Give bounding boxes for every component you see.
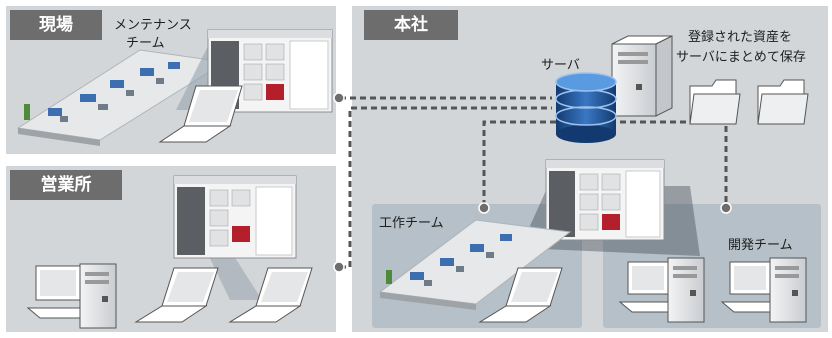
factory-3d-model-site — [16, 49, 227, 146]
factory-3d-model-headoffice — [378, 219, 572, 310]
server-tower-icon — [611, 35, 673, 117]
connector-endpoints — [333, 92, 732, 273]
maintenance-team-label-line2: チーム — [126, 36, 165, 51]
laptop-icon-sales-1 — [134, 267, 219, 323]
sales-office-tag: 営業所 — [10, 170, 122, 200]
desktop-pc-icon-dev-2 — [720, 257, 807, 323]
storage-note-line2: サーバにまとめて保存 — [676, 50, 806, 65]
engineering-team-label: 工作チーム — [379, 216, 444, 231]
server-label: サーバ — [541, 58, 580, 73]
site-tag: 現場 — [10, 10, 102, 40]
folder-icon-1 — [689, 79, 741, 125]
screen-viewer-site — [176, 29, 333, 113]
storage-note-line1: 登録された資産を — [688, 30, 793, 45]
laptop-icon-site — [158, 85, 243, 143]
desktop-pc-icon-sales — [26, 263, 117, 329]
development-team-label: 開発チーム — [728, 238, 793, 253]
screen-viewer-sales — [173, 175, 297, 300]
desktop-pc-icon-dev-1 — [618, 257, 705, 323]
screen-viewer-headoffice — [520, 159, 700, 256]
folder-icon-2 — [757, 79, 809, 125]
laptop-icon-engineering — [478, 267, 563, 323]
database-icon — [555, 72, 617, 143]
laptop-icon-sales-2 — [228, 267, 313, 323]
head-office-tag: 本社 — [364, 10, 458, 40]
maintenance-team-label-line1: メンテナンス — [114, 18, 192, 33]
